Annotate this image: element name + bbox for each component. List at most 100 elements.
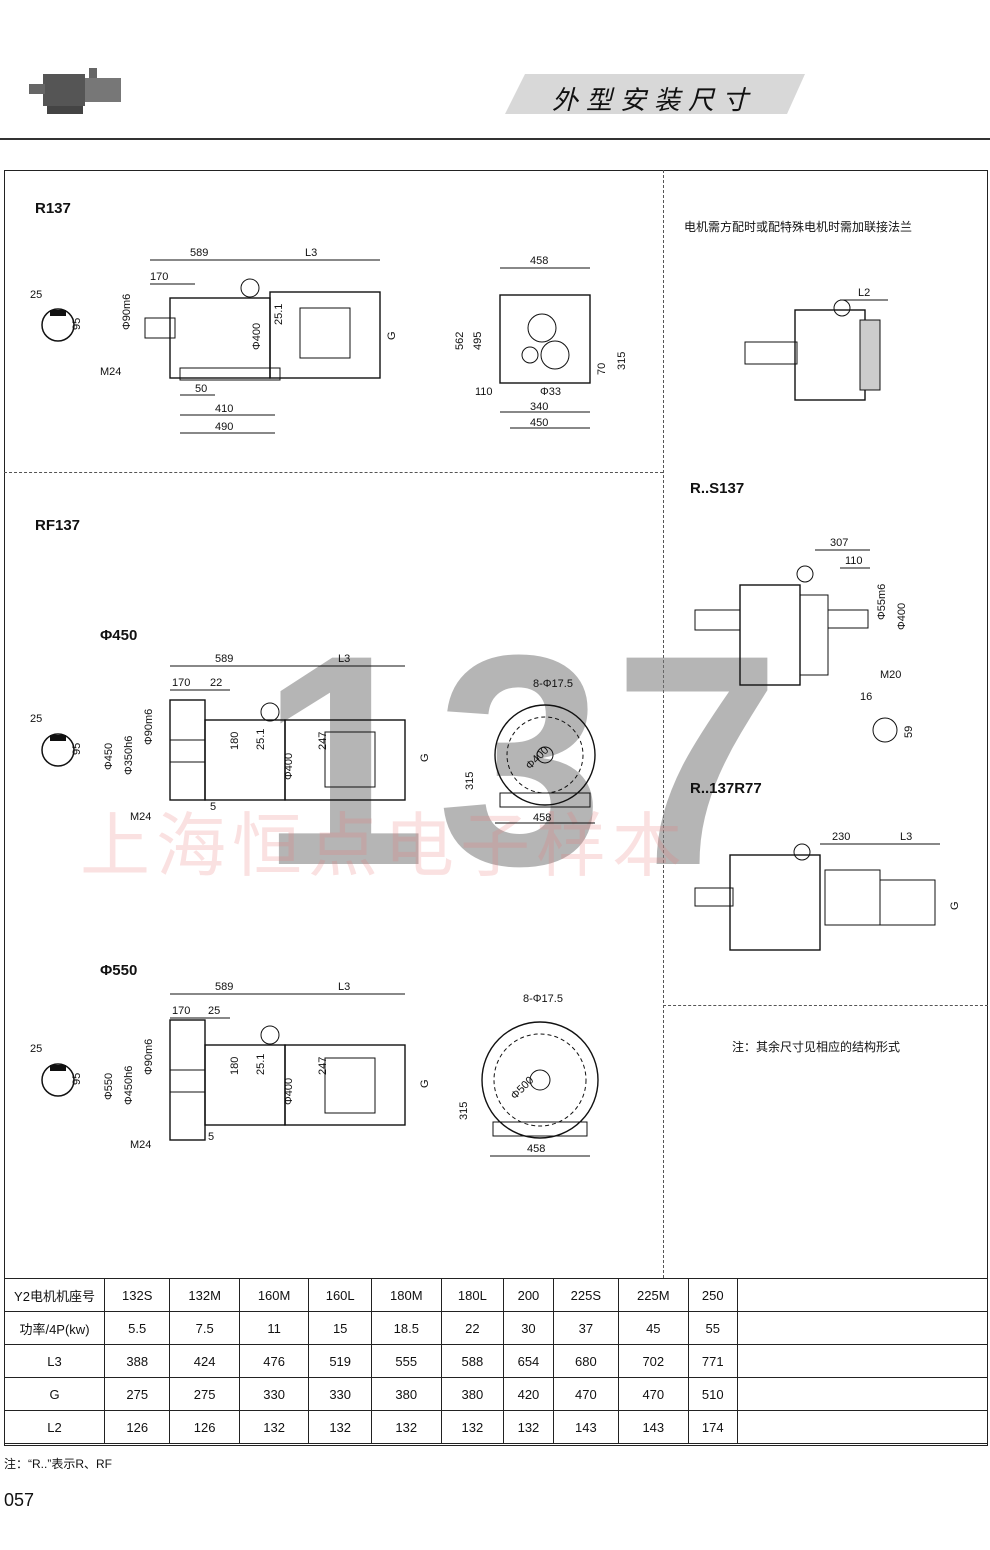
dim-label: 16 xyxy=(860,691,872,703)
dim-label: 25 xyxy=(30,713,42,725)
table-cell: 380 xyxy=(440,1377,505,1411)
table-cell: 510 xyxy=(687,1377,739,1411)
rf137-phi450-front-drawing: 8-Φ17.5 Φ400 315 458 xyxy=(464,678,596,824)
watermark-number: 137 xyxy=(260,592,791,928)
dim-label: 450 xyxy=(530,417,548,429)
table-cell: 654 xyxy=(503,1344,554,1378)
title-banner xyxy=(505,74,805,114)
dim-label: 25 xyxy=(30,1043,42,1055)
table-cell: 143 xyxy=(618,1410,689,1444)
table-cell: 174 xyxy=(687,1410,739,1444)
section-label-phi450: Φ450 xyxy=(100,627,138,644)
dim-label: 8-Φ17.5 xyxy=(523,993,563,1005)
dim-label: 25 xyxy=(30,289,42,301)
drawing-frame xyxy=(4,170,988,1446)
dim-label: 589 xyxy=(190,247,208,259)
dim-label: Φ350h6 xyxy=(123,736,135,775)
dim-label: 95 xyxy=(71,318,83,330)
dim-label: 315 xyxy=(458,1102,470,1120)
table-cell: 132 xyxy=(503,1410,554,1444)
dim-label: L3 xyxy=(338,653,350,665)
dim-label: Φ450h6 xyxy=(123,1066,135,1105)
dim-label: 110 xyxy=(845,555,863,567)
table-cell: 37 xyxy=(552,1311,620,1345)
section-label-r137: R137 xyxy=(35,200,71,217)
dim-label: 458 xyxy=(527,1143,545,1155)
dim-label: Φ400 xyxy=(283,1078,295,1105)
table-row: G 275 275 330 330 380 380 420 470 470 51… xyxy=(4,1377,988,1411)
motor-spec-table: Y2电机机座号 132S 132M 160M 160L 180M 180L 20… xyxy=(4,1278,988,1444)
dim-label: 59 xyxy=(903,726,915,738)
section-label-r137r77: R..137R77 xyxy=(690,780,762,797)
dim-label: 340 xyxy=(530,401,548,413)
section-label-phi550: Φ550 xyxy=(100,962,138,979)
dim-label: 110 xyxy=(475,386,493,398)
dim-label: 170 xyxy=(150,271,168,283)
table-cell: 275 xyxy=(103,1377,171,1411)
dim-label: 562 xyxy=(454,332,466,350)
table-cell: 588 xyxy=(440,1344,505,1378)
flange-note: 电机需方配时或配特殊电机时需加联接法兰 xyxy=(684,220,913,234)
vertical-divider xyxy=(663,170,664,1278)
table-cell: 200 xyxy=(503,1278,554,1312)
dim-label: 230 xyxy=(832,831,850,843)
dim-label: 458 xyxy=(530,255,548,267)
dim-label: Φ400 xyxy=(251,323,263,350)
rf137-phi550-front-drawing: 8-Φ17.5 Φ500 315 458 xyxy=(458,993,599,1157)
other-dims-note: 注：其余尺寸见相应的结构形式 xyxy=(732,1040,901,1054)
footnote: 注：“R..”表示R、RF xyxy=(4,1457,112,1471)
page-number: 057 xyxy=(4,1490,35,1510)
dim-label: G xyxy=(419,753,431,762)
dim-label: 180 xyxy=(229,732,241,750)
table-cell: 132 xyxy=(308,1410,373,1444)
dim-label: 5 xyxy=(210,801,216,813)
table-cell: 470 xyxy=(552,1377,620,1411)
table-cell: 5.5 xyxy=(103,1311,171,1345)
dim-label: 22 xyxy=(210,677,222,689)
table-cell: Y2电机机座号 xyxy=(4,1278,105,1312)
dim-label: 25 xyxy=(208,1005,220,1017)
table-cell: 275 xyxy=(169,1377,240,1411)
table-cell: 470 xyxy=(618,1377,689,1411)
rf137-phi550-side-drawing: 589 L3 170 25 25 95 Φ550 Φ450h6 Φ90m6 M2… xyxy=(30,981,431,1151)
table-cell: 380 xyxy=(371,1377,442,1411)
table-cell: 476 xyxy=(238,1344,310,1378)
dim-label: 315 xyxy=(464,772,476,790)
dim-label: 180 xyxy=(229,1057,241,1075)
table-cell: 330 xyxy=(238,1377,310,1411)
header-product-image xyxy=(25,62,125,122)
dim-label: M24 xyxy=(100,366,121,378)
header-rule xyxy=(0,138,990,140)
table-cell: 330 xyxy=(308,1377,373,1411)
table-cell: 420 xyxy=(503,1377,554,1411)
dim-label: G xyxy=(949,901,961,910)
table-cell: 45 xyxy=(618,1311,689,1345)
table-cell: 702 xyxy=(618,1344,689,1378)
dim-label: L2 xyxy=(858,287,870,299)
horizontal-divider-left xyxy=(4,472,663,473)
rf137-phi450-side-drawing: 589 L3 170 22 25 95 Φ450 Φ350h6 Φ90m6 M2… xyxy=(30,653,431,823)
table-cell: 225M xyxy=(618,1278,689,1312)
dim-label: 490 xyxy=(215,421,233,433)
table-cell: 22 xyxy=(440,1311,505,1345)
dim-label: Φ90m6 xyxy=(121,294,133,330)
dim-label: 25.1 xyxy=(255,1054,267,1075)
table-row: L2 126 126 132 132 132 132 132 143 143 1… xyxy=(4,1410,988,1444)
table-cell: 15 xyxy=(308,1311,373,1345)
table-cell xyxy=(737,1344,988,1378)
watermark-text: 上海恒点电子样本 xyxy=(80,807,688,885)
table-row: 功率/4P(kw) 5.5 7.5 11 15 18.5 22 30 37 45… xyxy=(4,1311,988,1345)
dim-label: Φ450 xyxy=(103,743,115,770)
dim-label: 5 xyxy=(208,1131,214,1143)
dim-label: 410 xyxy=(215,403,233,415)
dim-label: Φ550 xyxy=(103,1073,115,1100)
table-header-row: Y2电机机座号 132S 132M 160M 160L 180M 180L 20… xyxy=(4,1278,988,1312)
dim-label: 247 xyxy=(317,732,329,750)
table-cell: 225S xyxy=(552,1278,620,1312)
dim-label: Φ33 xyxy=(540,386,561,398)
table-cell: 132 xyxy=(371,1410,442,1444)
table-cell: 功率/4P(kw) xyxy=(4,1311,105,1345)
table-cell: 18.5 xyxy=(371,1311,442,1345)
dim-label: 8-Φ17.5 xyxy=(533,678,573,690)
r137-side-drawing: 589 L3 170 25 95 M24 50 410 490 Φ90m6 Φ4… xyxy=(30,247,398,434)
